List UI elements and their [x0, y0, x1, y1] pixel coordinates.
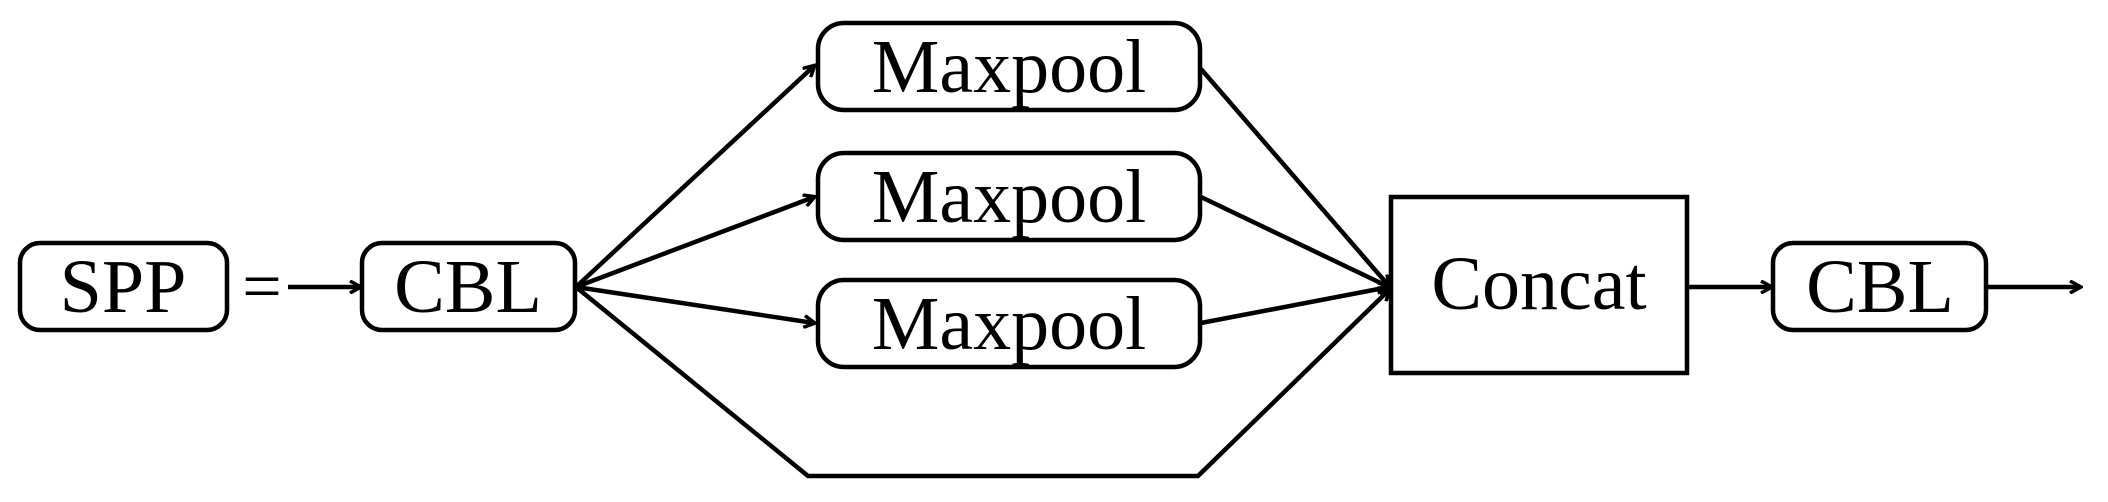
- edge-cbl-to-maxpool-1: [574, 66, 814, 289]
- maxpool-1-label: Maxpool: [872, 25, 1146, 109]
- concat-label: Concat: [1431, 242, 1646, 326]
- edge-maxpool-1-to-concat: [1199, 67, 1389, 286]
- spp-label: SPP: [60, 245, 187, 329]
- cbl-input-label: CBL: [394, 245, 542, 329]
- edge-maxpool-2-to-concat: [1200, 194, 1389, 287]
- cbl-output-node: CBL: [1770, 240, 1989, 333]
- edge-cbl-to-maxpool-3: [575, 284, 814, 323]
- maxpool-node-3: Maxpool: [815, 277, 1203, 370]
- maxpool-node-2: Maxpool: [815, 150, 1203, 243]
- cbl-output-label: CBL: [1806, 245, 1954, 329]
- cbl-input-node: CBL: [359, 240, 578, 333]
- maxpool-2-label: Maxpool: [872, 155, 1146, 239]
- maxpool-node-1: Maxpool: [815, 20, 1203, 113]
- edge-cbl-to-maxpool-2: [575, 197, 814, 290]
- concat-node: Concat: [1388, 194, 1690, 376]
- equals-sign: =: [242, 249, 281, 326]
- spp-node: SPP: [17, 240, 230, 333]
- maxpool-3-label: Maxpool: [872, 282, 1146, 366]
- edge-maxpool-3-to-concat: [1200, 287, 1389, 326]
- edge-cbl-to-concat-skip: [574, 285, 1389, 479]
